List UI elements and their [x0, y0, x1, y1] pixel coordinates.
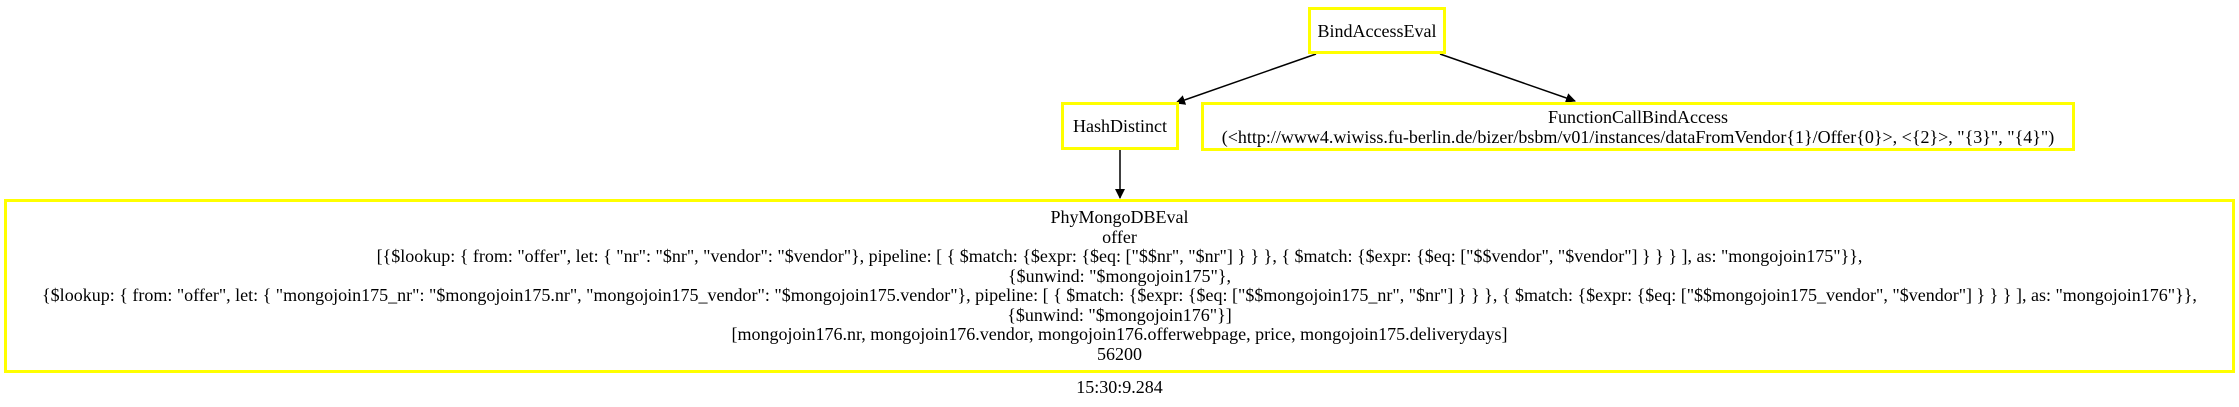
node-pipeline-line: {$unwind: "$mongojoin175"}, — [1008, 265, 1231, 286]
node-label: FunctionCallBindAccess — [1548, 106, 1728, 127]
node-projection: [mongojoin176.nr, mongojoin176.vendor, m… — [731, 324, 1508, 344]
edge-bindaccesseval-to-hashdistinct — [1175, 53, 1317, 105]
node-pipeline-line: {$unwind: "$mongojoin176"}] — [1007, 304, 1232, 325]
node-label: BindAccessEval — [1317, 20, 1437, 41]
node-pipeline-line: {$lookup: { from: "offer", let: { "mongo… — [42, 285, 2197, 305]
node-phy-mongodb-eval: PhyMongoDBEval offer [{$lookup: { from: … — [4, 199, 2235, 373]
node-collection: offer — [1102, 226, 1137, 247]
node-label: HashDistinct — [1073, 116, 1167, 136]
node-bind-access-eval: BindAccessEval — [1308, 7, 1446, 54]
node-function-call-bind-access: FunctionCallBindAccess (<http://www4.wiw… — [1201, 102, 2075, 151]
edge-bindaccesseval-to-functioncallbindaccess — [1439, 53, 1576, 103]
node-count: 56200 — [1097, 343, 1142, 364]
timestamp-label: 15:30:9.284 — [1076, 377, 1163, 397]
node-detail: (<http://www4.wiwiss.fu-berlin.de/bizer/… — [1221, 126, 2055, 147]
node-hash-distinct: HashDistinct — [1061, 102, 1179, 150]
node-label: PhyMongoDBEval — [1050, 207, 1189, 227]
node-pipeline-line: [{$lookup: { from: "offer", let: { "nr":… — [376, 246, 1863, 266]
